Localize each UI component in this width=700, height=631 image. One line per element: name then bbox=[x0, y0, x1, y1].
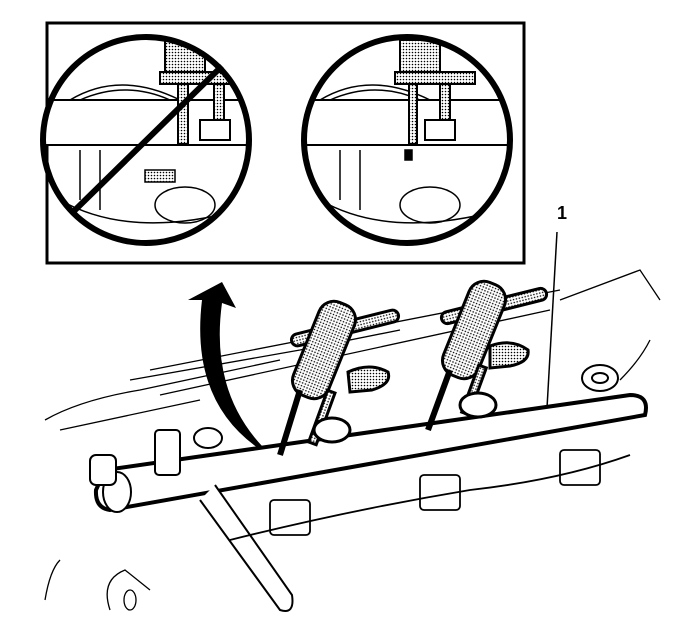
inset-panel-correct bbox=[301, 34, 513, 246]
callout-leader-line bbox=[546, 231, 558, 409]
injector-removal-tool-1 bbox=[277, 299, 401, 456]
inset-panel-incorrect bbox=[40, 34, 252, 246]
injector-connectors bbox=[229, 449, 631, 541]
curved-arrow-icon bbox=[188, 282, 262, 448]
injector-removal-tool-2 bbox=[425, 279, 549, 432]
callout-1-label: 1 bbox=[557, 203, 568, 223]
fuel-rail bbox=[89, 364, 648, 612]
prohibited-slash bbox=[69, 63, 225, 216]
